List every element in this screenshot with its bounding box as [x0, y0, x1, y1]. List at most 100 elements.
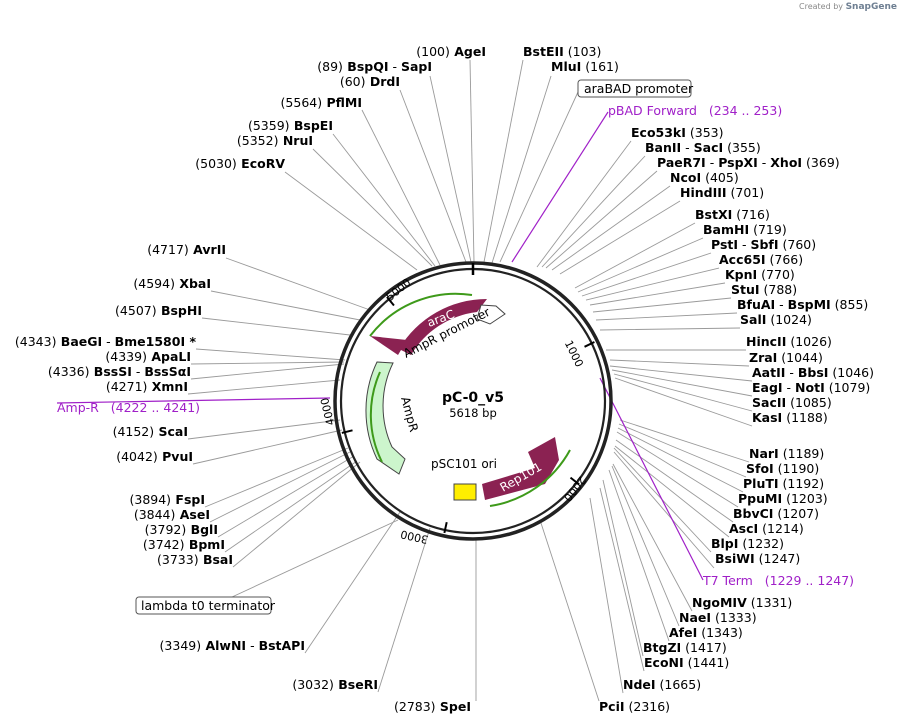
- site-label[interactable]: HincII (1026): [746, 334, 832, 349]
- scale-tick-label: 1000: [562, 338, 586, 369]
- site-position: (89): [317, 59, 343, 74]
- leader-line: [602, 479, 644, 657]
- enzyme-name: Bme1580I *: [115, 334, 197, 349]
- site-label[interactable]: (4717) AvrII: [147, 242, 226, 257]
- site-label[interactable]: (3844) AseI: [134, 507, 210, 522]
- site-label[interactable]: BanII - SacI (355): [645, 140, 761, 155]
- site-position: (1046): [828, 365, 874, 380]
- site-label[interactable]: BtgZI (1417): [643, 640, 727, 655]
- site-label[interactable]: (3894) FspI: [129, 492, 205, 507]
- site-label[interactable]: AscI (1214): [729, 521, 804, 536]
- leader-line: [616, 431, 739, 508]
- site-label[interactable]: PaeR7I - PspXI - XhoI (369): [657, 155, 840, 170]
- enzyme-name: BtgZI: [643, 640, 681, 655]
- plasmid-name: pC-0_v5: [442, 390, 504, 406]
- site-position: (3742): [143, 537, 185, 552]
- site-label[interactable]: (5030) EcoRV: [195, 156, 285, 171]
- site-label[interactable]: AfeI (1343): [669, 625, 743, 640]
- enzyme-name: FspI: [171, 492, 205, 507]
- leader-line: [609, 359, 750, 367]
- site-label[interactable]: SalI (1024): [740, 312, 812, 327]
- enzyme-name: BssSαI: [144, 364, 191, 379]
- scale-tick: [569, 476, 580, 486]
- feature-psc101-ori[interactable]: pSC101 ori: [431, 457, 497, 501]
- leader-line: [192, 429, 343, 465]
- site-position: (701): [727, 185, 765, 200]
- site-label[interactable]: (4507) BspHI: [115, 303, 202, 318]
- site-label[interactable]: BlpI (1232): [711, 536, 784, 551]
- site-label[interactable]: (100) AgeI: [416, 44, 486, 59]
- site-label[interactable]: HindIII (701): [680, 185, 764, 200]
- site-label[interactable]: StuI (788): [731, 282, 797, 297]
- enzyme-name: BseRI: [334, 677, 378, 692]
- site-label[interactable]: BfuAI - BspMI (855): [737, 297, 868, 312]
- site-label[interactable]: NdeI (1665): [623, 677, 701, 692]
- site-label[interactable]: NaeI (1333): [679, 610, 757, 625]
- site-label[interactable]: (4271) XmnI: [106, 379, 188, 394]
- site-label[interactable]: BamHI (719): [703, 222, 787, 237]
- site-label[interactable]: EagI - NotI (1079): [752, 380, 870, 395]
- site-label[interactable]: SfoI (1190): [746, 461, 819, 476]
- enzyme-name: StuI: [731, 282, 760, 297]
- site-label[interactable]: Acc65I (766): [719, 252, 803, 267]
- enzyme-name: PaeR7I: [657, 155, 706, 170]
- site-label[interactable]: (4594) XbaI: [133, 276, 211, 291]
- site-label[interactable]: (5359) BspEI: [248, 118, 333, 133]
- site-label[interactable]: AatII - BbsI (1046): [752, 365, 874, 380]
- site-label[interactable]: ZraI (1044): [749, 350, 823, 365]
- site-label[interactable]: PluTI (1192): [743, 476, 824, 491]
- enzyme-name: BbsI: [798, 365, 829, 380]
- site-label[interactable]: NgoMIV (1331): [692, 595, 792, 610]
- site-position: (2316): [625, 699, 671, 714]
- feature-ampr[interactable]: AmpR: [365, 361, 421, 475]
- site-position: (4271): [106, 379, 148, 394]
- enzyme-name: NdeI: [623, 677, 656, 692]
- site-position: -: [246, 638, 258, 653]
- site-label[interactable]: (4343) BaeGI - Bme1580I *: [15, 334, 197, 349]
- site-label[interactable]: KasI (1188): [752, 410, 828, 425]
- site-label[interactable]: SacII (1085): [752, 395, 832, 410]
- site-label[interactable]: (4336) BssSI - BssSαI: [48, 364, 191, 379]
- leader-line: [361, 109, 441, 266]
- site-position: -: [758, 155, 770, 170]
- site-label[interactable]: KpnI (770): [725, 267, 795, 282]
- feature-rep101[interactable]: Rep101: [482, 437, 571, 507]
- site-label[interactable]: (4152) ScaI: [113, 424, 188, 439]
- site-label[interactable]: (2783) SpeI: [394, 699, 471, 714]
- leader-line: [574, 222, 696, 289]
- leader-line: [581, 252, 712, 297]
- site-label[interactable]: (5564) PflMI: [281, 95, 362, 110]
- leader-line: [612, 463, 693, 612]
- site-position: (3894): [129, 492, 171, 507]
- site-label[interactable]: Eco53kI (353): [631, 125, 724, 140]
- site-label[interactable]: (4042) PvuI: [116, 449, 193, 464]
- site-label[interactable]: BbvCI (1207): [733, 506, 819, 521]
- site-label[interactable]: PpuMI (1203): [738, 491, 828, 506]
- site-label[interactable]: (3032) BseRI: [292, 677, 378, 692]
- site-label[interactable]: NcoI (405): [670, 170, 739, 185]
- site-label[interactable]: BstEII (103): [523, 44, 601, 59]
- site-label[interactable]: PciI (2316): [599, 699, 670, 714]
- site-label[interactable]: (60) DrdI: [340, 74, 400, 89]
- site-label[interactable]: (3733) BsaI: [157, 552, 233, 567]
- enzyme-name: BanII: [645, 140, 681, 155]
- enzyme-name: SacII: [752, 395, 786, 410]
- site-label[interactable]: (4339) ApaLI: [105, 349, 191, 364]
- site-position: (3792): [145, 522, 187, 537]
- site-label[interactable]: NarI (1189): [749, 446, 824, 461]
- site-label[interactable]: (3792) BglI: [145, 522, 218, 537]
- site-label[interactable]: MluI (161): [551, 59, 619, 74]
- enzyme-name: SpeI: [436, 699, 471, 714]
- site-label[interactable]: BstXI (716): [695, 207, 770, 222]
- enzyme-name: KpnI: [725, 267, 757, 282]
- site-label[interactable]: EcoNI (1441): [644, 655, 729, 670]
- site-label[interactable]: (3349) AlwNI - BstAPI: [160, 638, 305, 653]
- site-label[interactable]: (3742) BpmI: [143, 537, 225, 552]
- snapgene-logo: SnapGene: [845, 2, 897, 12]
- site-label[interactable]: (89) BspQI - SapI: [317, 59, 432, 74]
- enzyme-name: Eco53kI: [631, 125, 686, 140]
- site-label[interactable]: (5352) NruI: [237, 133, 313, 148]
- site-label[interactable]: PstI - SbfI (760): [711, 237, 816, 252]
- site-label[interactable]: BsiWI (1247): [715, 551, 800, 566]
- leader-line: [190, 363, 345, 380]
